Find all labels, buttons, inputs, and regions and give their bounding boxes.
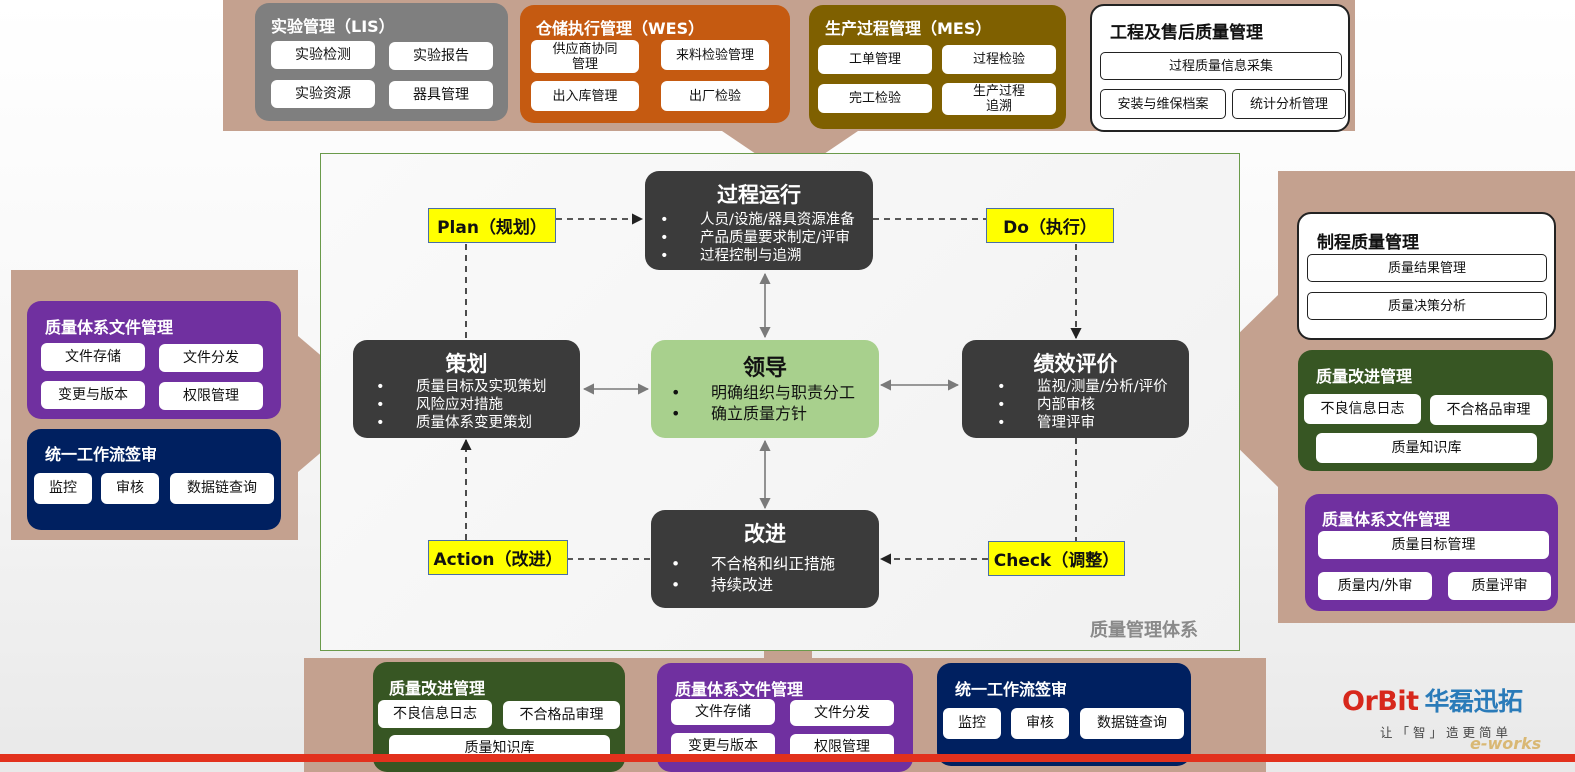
left-docs-item: 文件存储 xyxy=(41,343,145,371)
group-right-improve: 质量改进管理 不良信息日志 不合格品审理 质量知识库 xyxy=(1298,350,1553,471)
performance-box: 绩效评价 监视/测量/分析/评价 内部审核 管理评审 xyxy=(962,340,1189,438)
group-right-docs-title: 质量体系文件管理 xyxy=(1322,510,1451,529)
brand-logo-cn: 华磊迅拓 xyxy=(1424,687,1524,716)
performance-box-bullets: 监视/测量/分析/评价 内部审核 管理评审 xyxy=(997,378,1189,432)
process-box-bullets: 人员/设施/器具资源准备 产品质量要求制定/评审 过程控制与追溯 xyxy=(660,211,873,265)
group-right-docs: 质量体系文件管理 质量目标管理 质量内/外审 质量评审 xyxy=(1305,494,1558,611)
process-bullet: 产品质量要求制定/评审 xyxy=(660,229,873,247)
right-process-item: 质量结果管理 xyxy=(1307,254,1547,282)
mes-item: 过程检验 xyxy=(942,45,1056,74)
qms-frame-label: 质量管理体系 xyxy=(1090,620,1198,641)
eworks-watermark: e-works xyxy=(1470,734,1542,753)
lis-item: 实验检测 xyxy=(271,41,375,69)
improve-box-bullets: 不合格和纠正措施 持续改进 xyxy=(671,554,879,596)
bottom-improve-item: 不良信息日志 xyxy=(378,700,492,728)
group-mes: 生产过程管理（MES） 工单管理 过程检验 完工检验 生产过程 追溯 xyxy=(809,5,1066,129)
right-process-item: 质量决策分析 xyxy=(1307,292,1547,320)
group-right-process-title: 制程质量管理 xyxy=(1317,233,1419,253)
group-right-improve-title: 质量改进管理 xyxy=(1316,367,1413,386)
brand-slogan: 让「智」造更简单 xyxy=(1380,725,1513,740)
perf-bullet: 管理评审 xyxy=(997,414,1189,432)
performance-box-title: 绩效评价 xyxy=(1033,352,1118,376)
lead-bullet: 确立质量方针 xyxy=(671,403,879,424)
bottom-workflow-item: 监控 xyxy=(943,708,1001,739)
label-action: Action（改进） xyxy=(428,540,568,575)
plan-bullet: 质量体系变更策划 xyxy=(376,414,580,432)
lis-item: 实验报告 xyxy=(389,42,493,70)
left-workflow-item: 监控 xyxy=(34,473,92,504)
right-improve-item: 不合格品审理 xyxy=(1430,395,1547,425)
bottom-improve-item: 不合格品审理 xyxy=(503,701,620,729)
left-docs-item: 权限管理 xyxy=(159,382,263,410)
group-left-docs-title: 质量体系文件管理 xyxy=(45,318,174,337)
right-docs-item: 质量内/外审 xyxy=(1318,572,1432,600)
group-eng-quality: 工程及售后质量管理 过程质量信息采集 安装与维保档案 统计分析管理 xyxy=(1090,4,1350,132)
group-mes-title: 生产过程管理（MES） xyxy=(825,19,992,38)
left-workflow-item: 数据链查询 xyxy=(170,473,274,504)
mes-item: 工单管理 xyxy=(818,45,932,74)
right-docs-item: 质量评审 xyxy=(1448,572,1551,600)
eng-item: 过程质量信息采集 xyxy=(1100,52,1342,80)
wes-item: 供应商协同 管理 xyxy=(531,40,639,73)
plan-box: 策划 质量目标及实现策划 风险应对措施 质量体系变更策划 xyxy=(353,340,580,438)
brand-logo-en: OrBit xyxy=(1342,686,1419,717)
lead-bullet: 明确组织与职责分工 xyxy=(671,382,879,403)
eng-item: 统计分析管理 xyxy=(1232,89,1346,119)
group-left-workflow: 统一工作流签审 监控 审核 数据链查询 xyxy=(27,429,281,530)
eng-item: 安装与维保档案 xyxy=(1100,89,1226,119)
group-wes: 仓储执行管理（WES） 供应商协同 管理 来料检验管理 出入库管理 出厂检验 xyxy=(520,5,790,123)
group-bottom-improve-title: 质量改进管理 xyxy=(389,679,486,698)
left-workflow-item: 审核 xyxy=(101,473,159,504)
right-docs-item: 质量目标管理 xyxy=(1318,531,1549,559)
footer-red-line xyxy=(0,754,1575,762)
process-box: 过程运行 人员/设施/器具资源准备 产品质量要求制定/评审 过程控制与追溯 xyxy=(645,171,873,270)
left-docs-item: 文件分发 xyxy=(159,344,263,372)
lead-box: 领导 明确组织与职责分工 确立质量方针 xyxy=(651,340,879,438)
group-right-process: 制程质量管理 质量结果管理 质量决策分析 xyxy=(1297,212,1556,340)
left-docs-item: 变更与版本 xyxy=(41,381,145,409)
perf-bullet: 监视/测量/分析/评价 xyxy=(997,378,1189,396)
wes-item: 来料检验管理 xyxy=(661,40,769,70)
plan-box-title: 策划 xyxy=(445,352,488,376)
group-bottom-workflow-title: 统一工作流签审 xyxy=(955,680,1068,699)
process-bullet: 过程控制与追溯 xyxy=(660,247,873,265)
group-eng-quality-title: 工程及售后质量管理 xyxy=(1110,23,1263,43)
group-wes-title: 仓储执行管理（WES） xyxy=(536,19,705,38)
mes-item: 完工检验 xyxy=(818,84,932,113)
improve-bullet: 不合格和纠正措施 xyxy=(671,554,879,575)
lis-item: 器具管理 xyxy=(389,81,493,109)
label-check: Check（调整） xyxy=(988,541,1125,576)
plan-bullet: 质量目标及实现策划 xyxy=(376,378,580,396)
label-do: Do（执行） xyxy=(986,208,1114,243)
right-band-neck xyxy=(1257,345,1279,437)
perf-bullet: 内部审核 xyxy=(997,396,1189,414)
mes-item: 生产过程 追溯 xyxy=(942,83,1056,115)
group-lis: 实验管理（LIS） 实验检测 实验报告 实验资源 器具管理 xyxy=(255,3,508,121)
bottom-docs-item: 文件分发 xyxy=(790,700,894,726)
label-plan: Plan（规划） xyxy=(428,208,556,243)
lead-box-title: 领导 xyxy=(742,356,787,381)
process-box-title: 过程运行 xyxy=(717,183,801,207)
improve-bullet: 持续改进 xyxy=(671,575,879,596)
improve-box: 改进 不合格和纠正措施 持续改进 xyxy=(651,510,879,608)
bottom-docs-item: 文件存储 xyxy=(671,699,775,725)
improve-box-title: 改进 xyxy=(744,522,786,546)
lis-item: 实验资源 xyxy=(271,80,375,108)
wes-item: 出入库管理 xyxy=(531,81,639,111)
process-bullet: 人员/设施/器具资源准备 xyxy=(660,211,873,229)
bottom-workflow-item: 审核 xyxy=(1011,708,1069,739)
plan-bullet: 风险应对措施 xyxy=(376,396,580,414)
wes-item: 出厂检验 xyxy=(661,81,769,111)
right-improve-item: 不良信息日志 xyxy=(1304,394,1421,424)
bottom-workflow-item: 数据链查询 xyxy=(1080,708,1184,739)
plan-box-bullets: 质量目标及实现策划 风险应对措施 质量体系变更策划 xyxy=(376,378,580,432)
group-left-docs: 质量体系文件管理 文件存储 文件分发 变更与版本 权限管理 xyxy=(27,301,281,419)
lead-box-bullets: 明确组织与职责分工 确立质量方针 xyxy=(671,382,879,424)
group-left-workflow-title: 统一工作流签审 xyxy=(45,445,158,464)
right-improve-item: 质量知识库 xyxy=(1316,433,1537,463)
group-bottom-docs-title: 质量体系文件管理 xyxy=(675,680,804,699)
group-lis-title: 实验管理（LIS） xyxy=(271,17,395,36)
group-bottom-workflow: 统一工作流签审 监控 审核 数据链查询 xyxy=(937,663,1191,766)
